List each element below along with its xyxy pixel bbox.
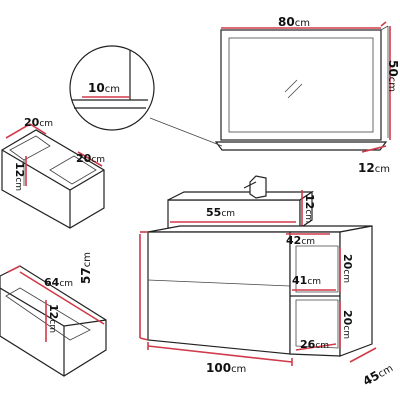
dim-line-drawer-bottom-width [19, 271, 105, 325]
cabinet-top [147, 225, 373, 233]
basin-side [299, 190, 313, 230]
label-cabinet-width: 100cm [206, 361, 246, 375]
mirror [214, 25, 389, 151]
label-shelf-lower: 20cm [341, 310, 354, 339]
label-mirror-width: 80cm [278, 15, 310, 29]
label-mirror-height: 50cm [386, 60, 400, 92]
label-drawer-bottom-width: 64cm [44, 276, 73, 289]
drawer-top-compartment-2 [49, 155, 97, 185]
dim-line-drawer-top-b [77, 151, 103, 167]
magnifier-circle [69, 45, 155, 131]
shelf-upper [295, 245, 339, 293]
basin-top [167, 191, 314, 201]
label-shelf-detail: 10cm [88, 81, 120, 95]
dim-line-drawer-top-a2 [29, 123, 47, 135]
dim-line-mirror-width-tick [380, 21, 387, 27]
label-drawer-top-height: 12cm [13, 162, 26, 191]
label-basin-width: 55cm [206, 206, 235, 219]
label-mirror-shelf: 12cm [358, 161, 390, 175]
dim-line-shelf-depth [295, 343, 337, 351]
dim-line-mirror-shelf [361, 145, 387, 153]
dim-line-drawer-bottom-a [7, 265, 21, 273]
mirror-glass [228, 37, 374, 133]
faucet-spout [243, 181, 257, 189]
dim-tick-cabinet-bottom [139, 337, 149, 341]
vanity-cabinet [147, 225, 373, 357]
drawer-top-compartment [9, 135, 51, 161]
magnifier-detail [69, 45, 155, 131]
dim-line-drawer-top-a [5, 123, 31, 139]
cabinet-drawer-split [147, 279, 291, 287]
label-drawer-bottom-height: 12cm [47, 304, 60, 333]
label-drawer-top-b: 20cm [76, 152, 105, 165]
label-basin-height: 12cm [303, 194, 316, 223]
drawer-top [1, 129, 105, 229]
mirror-shelf [214, 141, 388, 151]
label-cabinet-height: 57cm [79, 252, 93, 284]
faucet [249, 175, 267, 199]
label-cabinet-depth: 45cm [361, 360, 396, 388]
label-shelf-upper: 20cm [341, 254, 354, 283]
basin [167, 175, 314, 230]
drawer-bottom-inner [5, 287, 91, 341]
dim-line-cabinet-depth [349, 347, 377, 363]
label-shelf-width: 41cm [292, 274, 321, 287]
dim-line-cabinet-width [147, 345, 293, 363]
magnifier-pointer [149, 117, 223, 147]
mirror-side-top [380, 25, 389, 31]
mirror-glare [284, 79, 298, 93]
cabinet-front [147, 231, 291, 355]
drawer-top-body [1, 129, 105, 229]
mirror-glare-2 [287, 83, 303, 99]
label-basin-depth: 42cm [286, 234, 315, 247]
shelf-lower [295, 299, 339, 349]
label-shelf-depth: 26cm [300, 338, 329, 351]
label-drawer-top-a: 20cm [24, 116, 53, 129]
